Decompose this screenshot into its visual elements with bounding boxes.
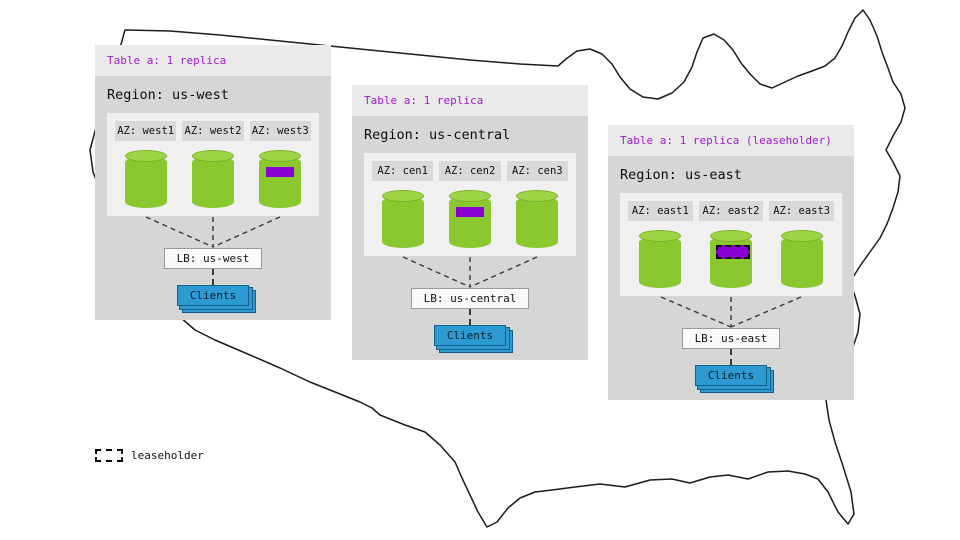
fanout-connectors xyxy=(660,296,802,328)
load-balancer: LB: us-central xyxy=(410,288,530,309)
load-balancer: LB: us-east xyxy=(681,328,781,349)
db-node-cylinder xyxy=(259,150,302,208)
cylinder-body xyxy=(191,156,234,208)
leaseholder-range-bar xyxy=(716,245,750,259)
fanout-connectors xyxy=(145,216,281,248)
az-column: AZ: cen1 xyxy=(372,161,434,248)
db-node-cylinder xyxy=(516,190,559,248)
az-column: AZ: cen3 xyxy=(506,161,568,248)
az-column: AZ: east3 xyxy=(769,201,835,288)
az-panel: AZ: east1 AZ: east2 AZ xyxy=(620,193,842,296)
az-column: AZ: west3 xyxy=(249,121,311,208)
db-node-cylinder xyxy=(780,230,823,288)
az-label: AZ: east2 xyxy=(698,201,764,221)
region-card-us-central: Table a: 1 replica Region: us-central AZ… xyxy=(352,85,588,360)
lb-clients-connector xyxy=(212,269,214,285)
region-title: Region: us-east xyxy=(620,167,742,183)
az-panel: AZ: cen1 AZ: cen2 AZ: xyxy=(364,153,576,256)
region-card-us-east: Table a: 1 replica (leaseholder) Region:… xyxy=(608,125,854,400)
load-balancer: LB: us-west xyxy=(163,248,263,269)
table-a-range-bar xyxy=(455,207,484,217)
db-node-cylinder xyxy=(124,150,167,208)
cylinder-top xyxy=(191,150,234,162)
cylinder-top xyxy=(516,190,559,202)
table-replica-label: Table a: 1 replica (leaseholder) xyxy=(608,125,854,156)
cylinder-body xyxy=(124,156,167,208)
az-label: AZ: east3 xyxy=(769,201,835,221)
clients-box: Clients xyxy=(694,365,768,386)
db-node-cylinder xyxy=(381,190,424,248)
cylinder-top xyxy=(259,150,302,162)
region-body: Region: us-central AZ: cen1 AZ: cen2 xyxy=(352,116,588,360)
cylinder-top xyxy=(381,190,424,202)
az-label: AZ: west3 xyxy=(249,121,311,141)
az-column: AZ: cen2 xyxy=(439,161,501,248)
table-replica-label: Table a: 1 replica xyxy=(95,45,331,76)
cylinder-top xyxy=(124,150,167,162)
az-panel: AZ: west1 AZ: west2 AZ xyxy=(107,113,319,216)
cylinder-body xyxy=(780,236,823,288)
az-label: AZ: west2 xyxy=(182,121,244,141)
az-label: AZ: cen3 xyxy=(506,161,568,181)
cylinder-top xyxy=(710,230,752,242)
az-label: AZ: east1 xyxy=(628,201,693,221)
az-column: AZ: east2 xyxy=(698,201,764,288)
region-title: Region: us-west xyxy=(107,87,229,103)
region-card-us-west: Table a: 1 replica Region: us-west AZ: w… xyxy=(95,45,331,320)
az-label: AZ: cen2 xyxy=(439,161,501,181)
az-label: AZ: cen1 xyxy=(372,161,434,181)
cylinder-body xyxy=(639,236,682,288)
cylinder-top xyxy=(448,190,491,202)
clients-box: Clients xyxy=(176,285,250,306)
table-replica-label: Table a: 1 replica xyxy=(352,85,588,116)
leaseholder-swatch-icon xyxy=(95,449,123,462)
db-node-cylinder xyxy=(448,190,491,248)
clients-box: Clients xyxy=(433,325,507,346)
region-title: Region: us-central xyxy=(364,127,511,143)
cylinder-body xyxy=(381,196,424,248)
az-column: AZ: west2 xyxy=(182,121,244,208)
region-body: Region: us-west AZ: west1 AZ: west2 xyxy=(95,76,331,320)
lb-clients-connector xyxy=(730,349,732,365)
db-node-cylinder xyxy=(710,230,752,288)
cylinder-body xyxy=(259,156,302,208)
cylinder-body xyxy=(516,196,559,248)
az-column: AZ: east1 xyxy=(628,201,693,288)
table-a-range-bar xyxy=(266,167,295,177)
cylinder-top xyxy=(780,230,823,242)
legend-label: leaseholder xyxy=(131,449,204,462)
db-node-cylinder xyxy=(639,230,682,288)
legend: leaseholder xyxy=(95,449,204,462)
az-column: AZ: west1 xyxy=(115,121,177,208)
fanout-connectors xyxy=(402,256,538,288)
cylinder-body xyxy=(448,196,491,248)
az-label: AZ: west1 xyxy=(115,121,177,141)
cylinder-top xyxy=(639,230,682,242)
region-body: Region: us-east AZ: east1 AZ: east2 xyxy=(608,156,854,400)
cylinder-body xyxy=(710,236,752,288)
db-node-cylinder xyxy=(191,150,234,208)
lb-clients-connector xyxy=(469,309,471,325)
